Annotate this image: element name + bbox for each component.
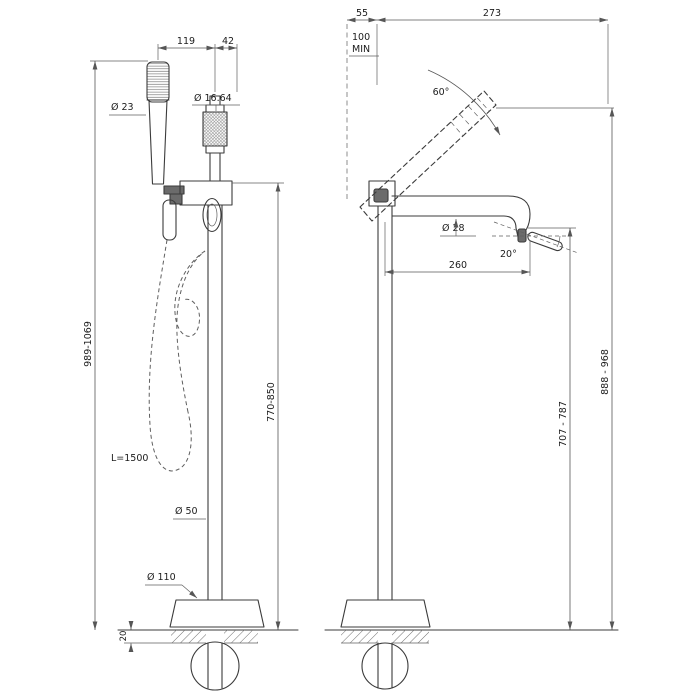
handshower-grip <box>148 99 168 185</box>
dim-handshower-offset: 119 <box>177 36 195 47</box>
knurled-knob <box>202 111 228 147</box>
handle-lever <box>527 231 563 252</box>
base-plate-front <box>169 599 265 628</box>
floor-side <box>324 629 619 690</box>
dim-min-clearance: 100 <box>352 32 370 43</box>
floor-hatch <box>171 630 206 643</box>
column-front <box>169 204 265 628</box>
shower-hose <box>148 239 206 472</box>
dim-reach-top: 273 <box>483 8 501 19</box>
label-hose-length: L=1500 <box>111 453 148 464</box>
label-swivel-angle: 60° <box>433 87 450 98</box>
body-block <box>179 180 233 206</box>
dim-overall-height-side: 888 - 968 <box>600 349 611 395</box>
label-base-diameter: Ø 110 <box>147 572 176 583</box>
side-view: 20° 60° <box>324 8 619 690</box>
dim-body-offset: 42 <box>222 36 234 47</box>
floor-hatch <box>224 630 258 643</box>
handshower-side-tilted: 60° <box>359 69 501 222</box>
label-handle-angle: 20° <box>500 249 517 260</box>
front-dimensions: 119 42 Ø 23 Ø 16.64 989-1069 770-850 L=1… <box>83 36 284 652</box>
mixer-body-front <box>162 180 233 241</box>
label-column-diameter: Ø 50 <box>175 506 198 517</box>
spout-front <box>202 197 222 233</box>
swivel-arc <box>427 69 501 136</box>
dim-column-height: 770-850 <box>266 382 277 422</box>
front-view: 119 42 Ø 23 Ø 16.64 989-1069 770-850 L=1… <box>83 36 299 691</box>
label-spout-diameter: Ø 28 <box>442 223 465 234</box>
handshower-front <box>146 61 170 185</box>
body-block-side <box>368 180 396 207</box>
diverter-front <box>202 95 228 182</box>
floor-hatch <box>341 630 378 643</box>
dim-spout-height: 707 - 787 <box>558 401 569 447</box>
dim-spout-reach: 260 <box>449 260 467 271</box>
shower-holder <box>163 185 185 195</box>
floor-flange-side <box>361 642 409 690</box>
lever-handle-side: 20° <box>492 221 579 260</box>
handshower-outline <box>359 90 497 222</box>
holder-knob-side <box>373 188 389 203</box>
dim-floor-flange: 20 <box>119 631 129 642</box>
label-hose-connection-diameter: Ø 16.64 <box>194 93 232 104</box>
base-plate-side <box>340 599 431 628</box>
label-handshower-diameter: Ø 23 <box>111 102 134 113</box>
handshower-head <box>146 61 170 103</box>
floor-hatch <box>392 630 429 643</box>
lever-handle-front <box>162 199 177 241</box>
floor-front <box>117 629 299 691</box>
dim-back-offset: 55 <box>356 8 368 19</box>
side-dimensions: 55 273 100 MIN Ø 28 260 888 - 968 707 - … <box>346 8 615 630</box>
floor-flange-front <box>190 641 240 691</box>
dim-min-clearance-unit: MIN <box>352 44 370 55</box>
dim-overall-height-front: 989-1069 <box>83 321 94 367</box>
